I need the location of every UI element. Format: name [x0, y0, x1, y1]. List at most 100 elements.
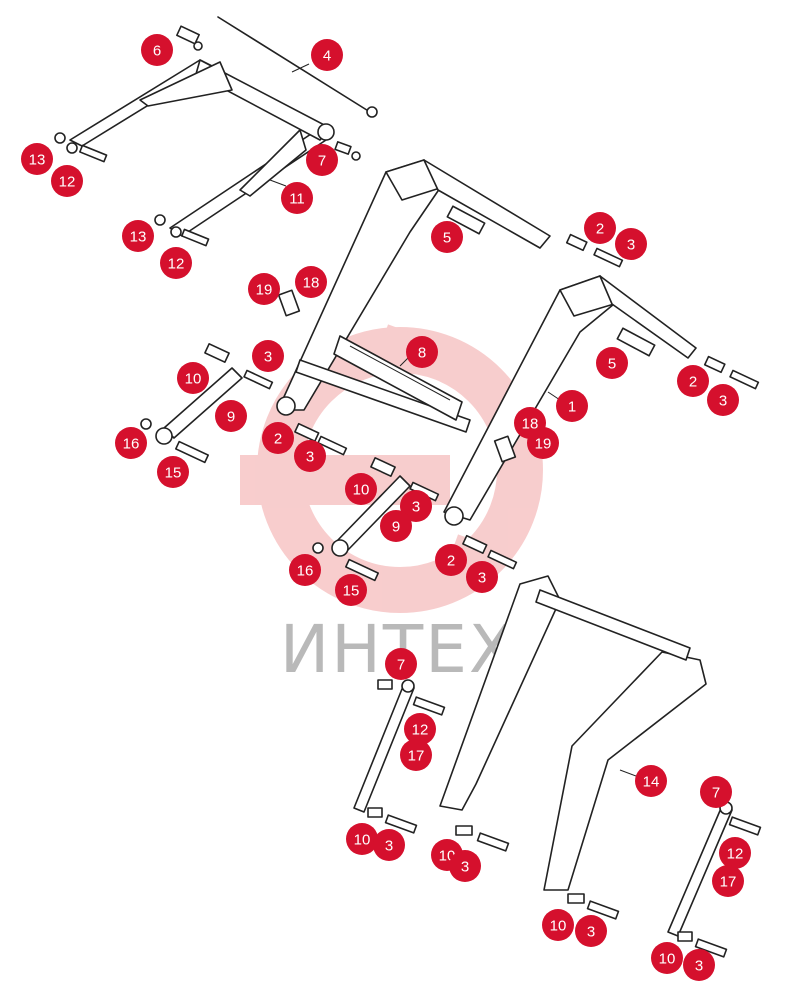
callout-label: 9 [227, 409, 235, 426]
callout-label: 9 [392, 519, 400, 536]
callout-3: 3 [449, 850, 481, 882]
callout-badge [215, 400, 247, 432]
callout-label: 18 [522, 416, 539, 433]
callout-3: 3 [575, 915, 607, 947]
callout-16: 16 [289, 554, 321, 586]
pins-group-lower [367, 679, 762, 958]
callout-12: 12 [51, 165, 83, 197]
callout-label: 19 [535, 436, 552, 453]
callout-5: 5 [596, 347, 628, 379]
callout-13: 13 [122, 220, 154, 252]
callout-label: 8 [418, 345, 426, 362]
callout-label: 3 [587, 924, 595, 941]
callout-label: 16 [123, 436, 140, 453]
callout-badge [400, 490, 432, 522]
callout-badge [406, 336, 438, 368]
pins-part-5 [446, 205, 656, 357]
callout-label: 3 [264, 349, 272, 366]
callout-label: 10 [185, 371, 202, 388]
callout-2: 2 [677, 365, 709, 397]
callout-badge [346, 823, 378, 855]
callout-badge [21, 143, 53, 175]
callout-10: 10 [346, 823, 378, 855]
callout-badge [115, 427, 147, 459]
cylinder-part-9-upper [155, 367, 243, 445]
callout-badge [252, 340, 284, 372]
callout-11: 11 [281, 182, 313, 214]
callout-badge [385, 648, 417, 680]
callout-label: 7 [397, 657, 405, 674]
callout-19: 19 [527, 427, 559, 459]
callout-badge [677, 365, 709, 397]
callout-label: 3 [695, 958, 703, 975]
callout-label: 6 [153, 43, 161, 60]
callout-2: 2 [435, 544, 467, 576]
callout-badge [373, 829, 405, 861]
callout-badge [51, 165, 83, 197]
callout-17: 17 [400, 739, 432, 771]
callout-badge [262, 422, 294, 454]
callout-badge [380, 510, 412, 542]
callout-badge [683, 949, 715, 981]
callout-12: 12 [719, 837, 751, 869]
callout-label: 15 [343, 583, 360, 600]
callout-badge [400, 739, 432, 771]
callout-17: 17 [712, 865, 744, 897]
callout-label: 3 [385, 838, 393, 855]
callout-4: 4 [311, 39, 343, 71]
callout-label: 7 [318, 153, 326, 170]
pins-group-middle [140, 233, 760, 582]
callout-10: 10 [177, 362, 209, 394]
callout-badge [542, 909, 574, 941]
callout-label: 11 [289, 191, 305, 208]
step-plate-part-8 [333, 335, 463, 421]
rear-frame-part-11 [66, 59, 335, 238]
callout-label: 5 [443, 230, 451, 247]
callout-badge [157, 456, 189, 488]
callout-badge [449, 850, 481, 882]
callout-label: 10 [550, 918, 567, 935]
callout-badge [281, 182, 313, 214]
callout-badge [700, 776, 732, 808]
callout-18: 18 [295, 266, 327, 298]
callout-7: 7 [700, 776, 732, 808]
callout-label: 7 [712, 785, 720, 802]
callout-3: 3 [466, 561, 498, 593]
callout-5: 5 [431, 221, 463, 253]
callout-badge [596, 347, 628, 379]
callout-label: 3 [461, 859, 469, 876]
callout-3: 3 [400, 490, 432, 522]
callout-badge [635, 765, 667, 797]
callout-1: 1 [556, 390, 588, 422]
callout-label: 5 [608, 356, 616, 373]
callout-badge [335, 574, 367, 606]
callout-3: 3 [615, 228, 647, 260]
callout-badge [289, 554, 321, 586]
callout-badge [177, 362, 209, 394]
callout-8: 8 [406, 336, 438, 368]
callout-badge [294, 440, 326, 472]
callout-label: 17 [408, 748, 425, 765]
callout-label: 3 [627, 237, 635, 254]
callout-label: 3 [719, 393, 727, 410]
callout-label: 13 [29, 152, 46, 169]
callout-3: 3 [373, 829, 405, 861]
callout-label: 16 [297, 563, 314, 580]
callout-label: 19 [256, 282, 273, 299]
callout-badge [707, 384, 739, 416]
callout-9: 9 [215, 400, 247, 432]
callout-14: 14 [635, 765, 667, 797]
callout-label: 4 [323, 48, 331, 65]
callout-label: 10 [354, 832, 371, 849]
cylinder-part-17-right [667, 801, 733, 937]
callout-19: 19 [248, 273, 280, 305]
callout-10: 10 [651, 942, 683, 974]
callout-badge [584, 212, 616, 244]
main-frame-part-1 [276, 159, 697, 526]
tie-rod-part-4 [217, 16, 378, 118]
callout-6: 6 [141, 34, 173, 66]
callout-label: 2 [596, 221, 604, 238]
callout-label: 2 [689, 374, 697, 391]
callout-label: 12 [412, 722, 429, 739]
